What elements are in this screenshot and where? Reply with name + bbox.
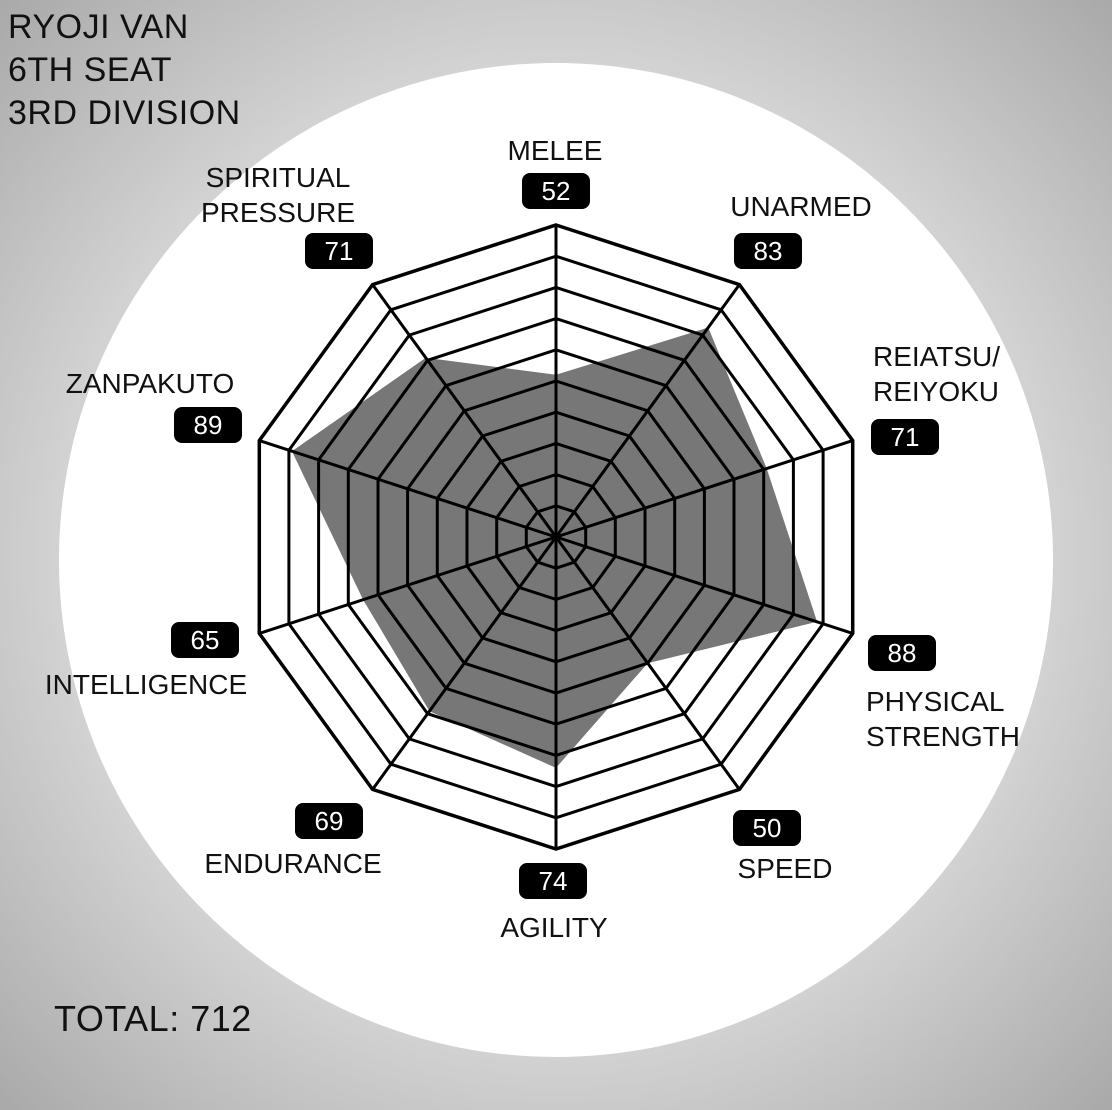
value-text-reiatsu-reiyoku: 71 [891, 422, 920, 452]
axis-label-speed: SPEED [738, 853, 833, 884]
value-badge-agility [519, 863, 587, 899]
axis-spoke [371, 283, 558, 538]
axis-spoke [554, 536, 741, 791]
value-badge-speed [733, 810, 801, 846]
character-seat: 6TH SEAT [8, 51, 172, 89]
axis-label-reiatsu-reiyoku: REIATSU/REIYOKU [873, 341, 1000, 407]
axis-label-endurance: ENDURANCE [204, 848, 381, 879]
axis-label-agility: AGILITY [500, 912, 608, 943]
value-text-physical-strength: 88 [888, 638, 917, 668]
axis-spoke [554, 283, 741, 538]
value-text-speed: 50 [753, 813, 782, 843]
axis-label-zanpakuto: ZANPAKUTO [66, 368, 235, 399]
value-badge-spiritual-pressure [305, 233, 373, 269]
value-text-intelligence: 65 [191, 625, 220, 655]
value-badge-zanpakuto [174, 407, 242, 443]
axis-spoke [555, 439, 854, 539]
character-name: RYOJI VAN [8, 8, 189, 46]
axis-spoke [258, 439, 557, 539]
axis-label-melee: MELEE [508, 135, 603, 166]
axis-spoke [371, 536, 558, 791]
grid-layer [257, 223, 855, 851]
value-text-zanpakuto: 89 [194, 410, 223, 440]
value-text-agility: 74 [539, 866, 568, 896]
value-badge-intelligence [171, 622, 239, 658]
value-text-endurance: 69 [315, 806, 344, 836]
axis-label-intelligence: INTELLIGENCE [45, 669, 247, 700]
axis-label-unarmed: UNARMED [730, 191, 872, 222]
total-score: TOTAL: 712 [54, 998, 252, 1039]
axis-spoke [258, 535, 557, 635]
value-badge-endurance [295, 803, 363, 839]
value-badge-reiatsu-reiyoku [871, 419, 939, 455]
value-text-unarmed: 83 [754, 236, 783, 266]
value-text-melee: 52 [542, 176, 571, 206]
axis-spoke [555, 535, 854, 635]
value-badge-physical-strength [868, 635, 936, 671]
value-badge-melee [522, 173, 590, 209]
character-division: 3RD DIVISION [8, 94, 241, 132]
value-text-spiritual-pressure: 71 [325, 236, 354, 266]
value-badge-unarmed [734, 233, 802, 269]
